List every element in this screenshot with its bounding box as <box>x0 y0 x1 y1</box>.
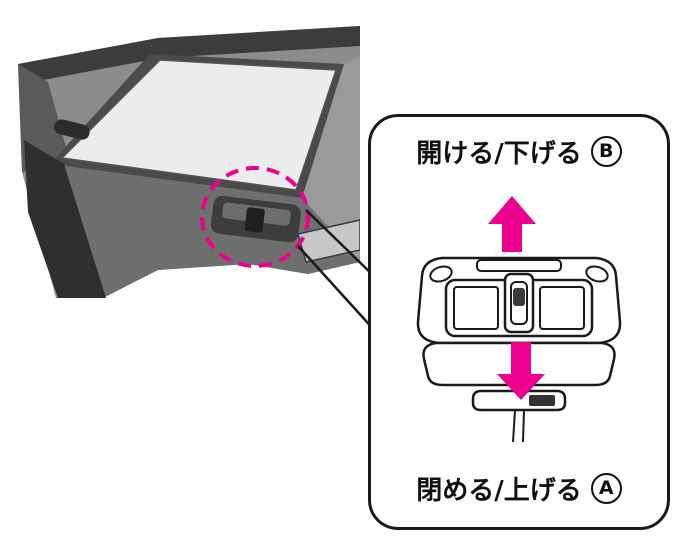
sunroof-switch-knob <box>513 288 525 306</box>
close-raise-label: 閉める/上げる <box>416 476 582 506</box>
console-sensor-lens <box>529 395 555 406</box>
a-pillar <box>24 140 106 298</box>
cabin-lower-shading <box>50 164 360 298</box>
map-light-right <box>539 286 585 330</box>
console-right-screw <box>585 265 609 283</box>
console-leader-line-1 <box>512 409 516 443</box>
open-lower-label-row: 開ける/下げる B <box>416 133 622 170</box>
window-gap <box>16 224 38 298</box>
up-arrow-icon <box>488 196 536 252</box>
close-raise-label-row: 閉める/上げる A <box>416 470 622 507</box>
overhead-console-in-photo <box>210 195 301 243</box>
car-interior-roof-photo <box>16 26 360 298</box>
map-light-left <box>453 286 499 330</box>
callout-box: 開ける/下げる B <box>368 114 670 530</box>
badge-b: B <box>590 136 622 167</box>
grab-handle <box>54 119 90 140</box>
overhead-console-illustration <box>416 196 622 443</box>
roof-front-edge <box>18 26 360 84</box>
console-leader-line-2 <box>522 409 525 443</box>
open-lower-label: 開ける/下げる <box>416 139 582 169</box>
badge-a: A <box>590 473 622 504</box>
console-left-screw <box>429 265 453 283</box>
console-top-slot <box>476 259 562 272</box>
sunroof-switch-rocker <box>510 281 528 325</box>
sunroof-glass <box>60 59 338 191</box>
down-arrow-icon <box>497 342 545 400</box>
